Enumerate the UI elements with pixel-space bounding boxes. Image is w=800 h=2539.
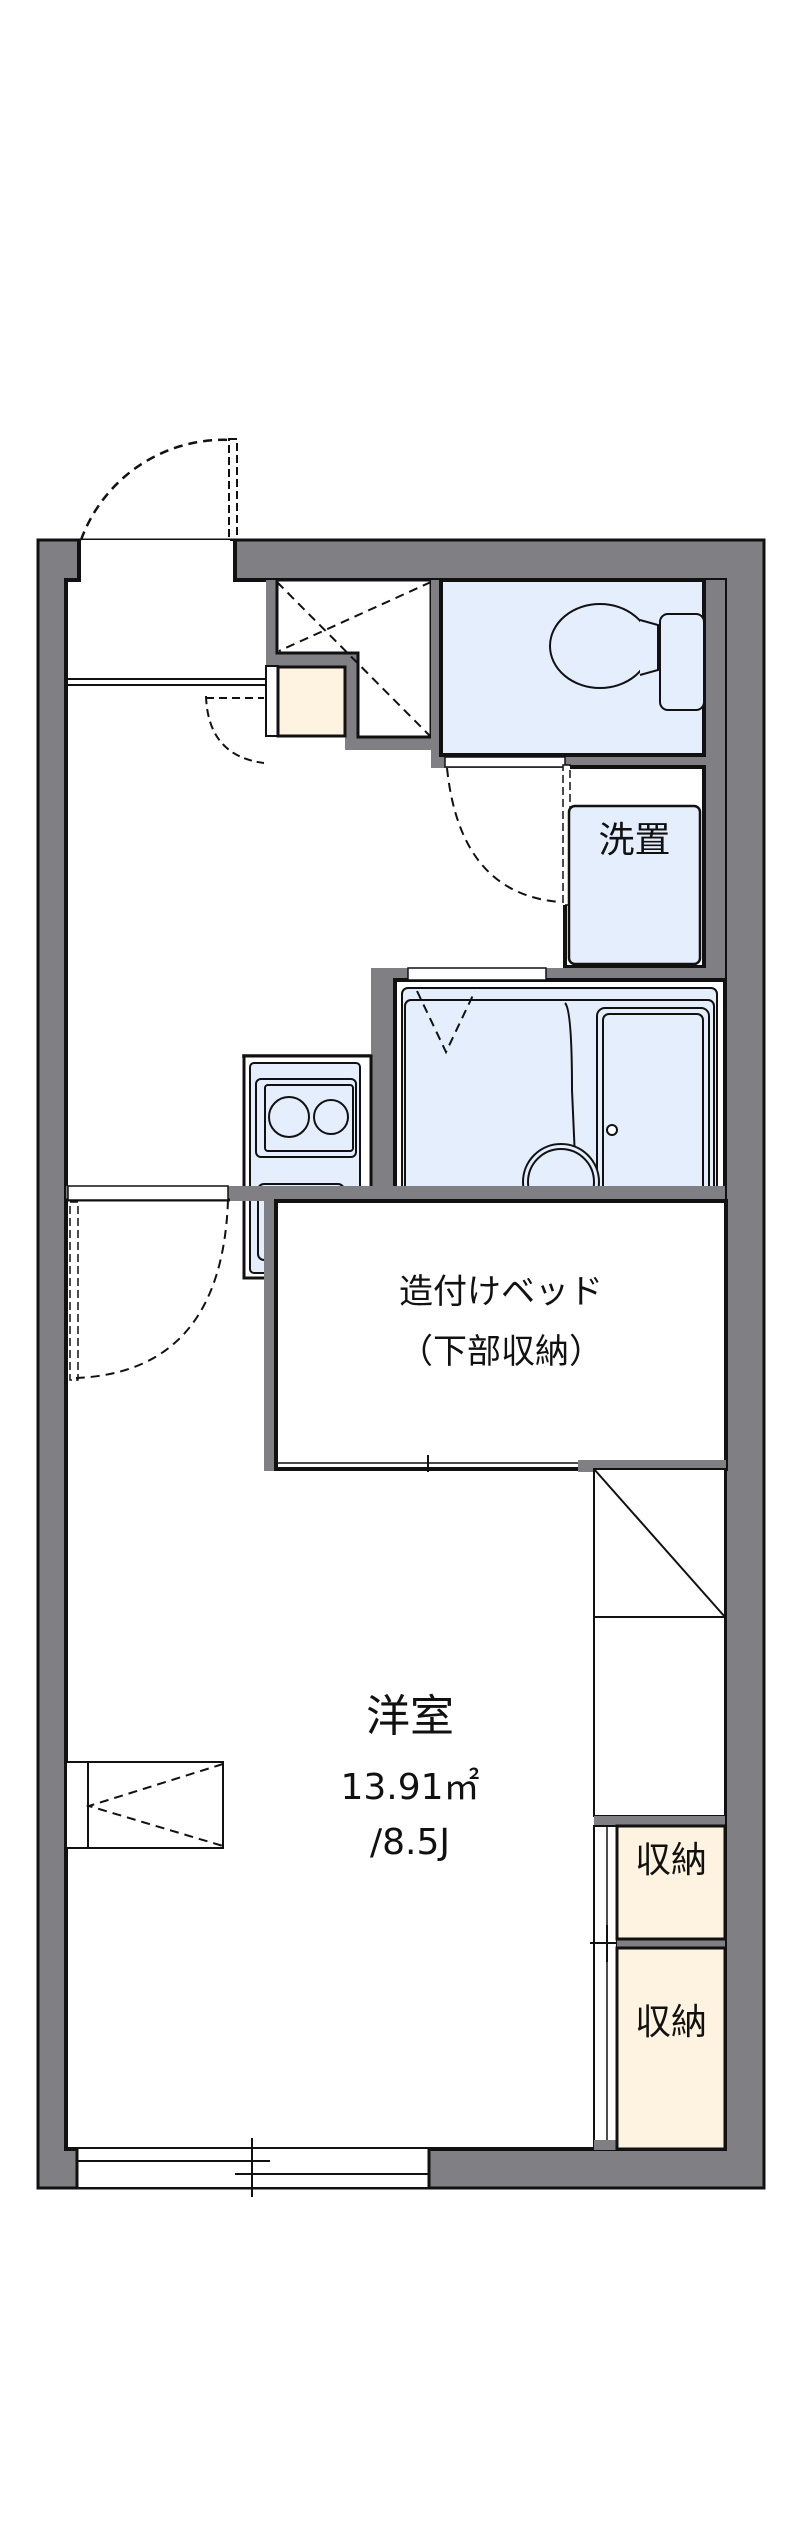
right-closet [593, 1468, 726, 1817]
bottom-window [75, 2138, 431, 2197]
storage-1-box [615, 1824, 727, 1941]
storage-2-box [615, 1946, 727, 2151]
storage-2-label: 収納 [634, 2002, 707, 2043]
storage-1-label: 収納 [634, 1840, 707, 1881]
entry-closet [266, 578, 441, 750]
washer-area [446, 764, 725, 970]
toilet-room [431, 578, 725, 768]
built-in-bed-label-line2: （下部収納） [399, 1332, 603, 1372]
washer-space-label: 洗置 [598, 820, 671, 861]
toilet-icon [549, 603, 705, 711]
shoe-box [265, 665, 347, 738]
entry-step [66, 678, 266, 686]
shoe-cabinet-door[interactable] [205, 695, 265, 764]
western-room-size: /8.5J [370, 1822, 450, 1863]
built-in-bed-label-line1: 造付けベッド [399, 1272, 603, 1312]
washer-space [567, 804, 702, 966]
entrance-door[interactable] [77, 438, 238, 582]
room-door[interactable] [66, 1185, 230, 1381]
left-window [65, 1761, 224, 1849]
stove-icon [255, 1078, 357, 1158]
western-room-name: 洋室 [366, 1691, 454, 1742]
western-room-area: 13.91㎡ [340, 1767, 480, 1808]
